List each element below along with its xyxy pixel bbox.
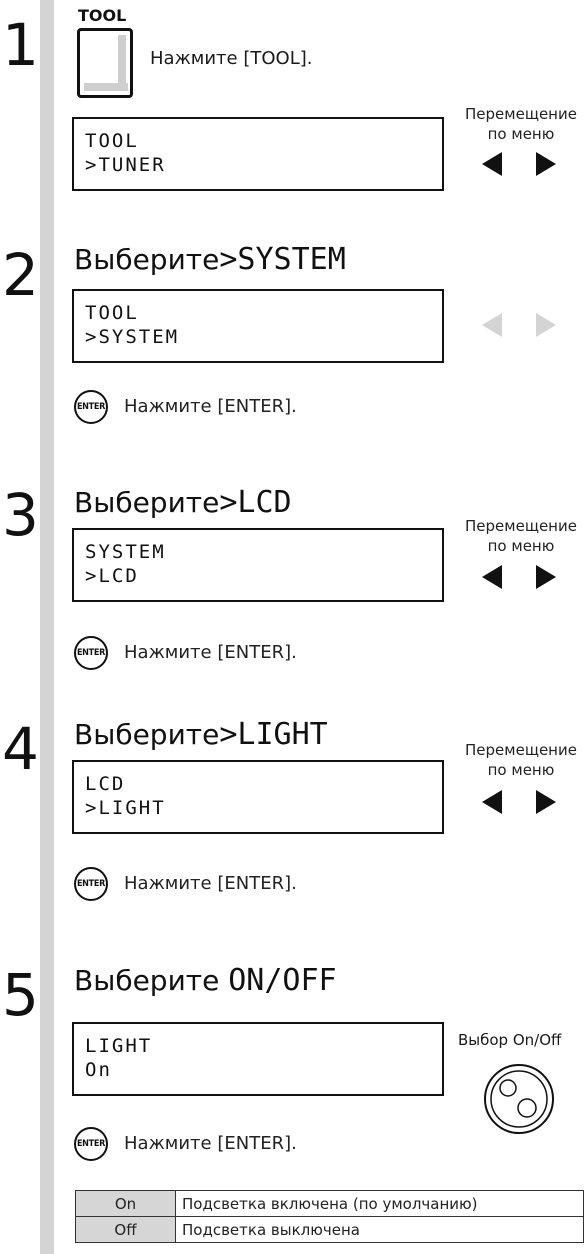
- lcd-line-2: >LIGHT: [85, 797, 166, 819]
- heading-prefix: Выберите: [74, 964, 220, 997]
- nav-label-line-2: по меню: [487, 537, 555, 555]
- step-5-heading: Выберите ON/OFF: [74, 964, 337, 998]
- menu-navigation-label: Перемещение по меню: [456, 740, 586, 780]
- step-2-instruction: Нажмите [ENTER].: [124, 396, 297, 417]
- menu-navigation-label: Перемещение по меню: [456, 516, 586, 556]
- lcd-display-1: TOOL >TUNER: [72, 117, 444, 191]
- heading-prefix: Выберите: [74, 486, 220, 519]
- heading-target: >SYSTEM: [219, 242, 346, 277]
- heading-target: >LCD: [219, 485, 292, 520]
- left-arrow-icon[interactable]: [482, 152, 502, 176]
- menu-navigation-label: Перемещение по меню: [456, 104, 586, 144]
- heading-target: >LIGHT: [219, 717, 328, 752]
- option-description: Подсветка выключена: [175, 1216, 584, 1243]
- step-3-number: 3: [2, 481, 39, 549]
- nav-label-line-2: по меню: [487, 761, 555, 779]
- heading-prefix: Выберите: [74, 243, 220, 276]
- lcd-line-2: >LCD: [85, 565, 139, 587]
- option-description: Подсветка включена (по умолчанию): [175, 1190, 584, 1217]
- value-dial-icon[interactable]: [483, 1063, 555, 1135]
- table-row: On Подсветка включена (по умолчанию): [75, 1190, 584, 1217]
- lcd-display-4: LCD >LIGHT: [72, 760, 444, 834]
- tool-button[interactable]: [77, 28, 133, 98]
- lcd-line-2: On: [85, 1059, 112, 1081]
- enter-button-icon[interactable]: ENTER: [74, 1127, 108, 1161]
- lcd-display-3: SYSTEM >LCD: [72, 528, 444, 602]
- lcd-line-2: >SYSTEM: [85, 326, 180, 348]
- step-2-heading: Выберите>SYSTEM: [74, 243, 346, 277]
- enter-button-icon[interactable]: ENTER: [74, 390, 108, 424]
- nav-label-line-1: Перемещение: [465, 517, 577, 535]
- step-4-number: 4: [2, 715, 39, 783]
- left-arrow-icon[interactable]: [482, 565, 502, 589]
- lcd-display-5: LIGHT On: [72, 1022, 444, 1096]
- nav-label-line-2: по меню: [487, 125, 555, 143]
- enter-button-icon[interactable]: ENTER: [74, 636, 108, 670]
- option-value: Off: [75, 1216, 176, 1243]
- step-4-instruction: Нажмите [ENTER].: [124, 873, 297, 894]
- right-arrow-icon[interactable]: [536, 790, 556, 814]
- option-value: On: [75, 1190, 176, 1217]
- options-table: On Подсветка включена (по умолчанию) Off…: [75, 1190, 584, 1243]
- step-5-number: 5: [2, 961, 39, 1029]
- step-4-heading: Выберите>LIGHT: [74, 718, 328, 752]
- knob-label: Выбор On/Off: [458, 1031, 562, 1049]
- heading-prefix: Выберите: [74, 718, 220, 751]
- nav-label-line-1: Перемещение: [465, 741, 577, 759]
- lcd-line-2: >TUNER: [85, 154, 166, 176]
- step-5-instruction: Нажмите [ENTER].: [124, 1133, 297, 1154]
- tool-button-label: TOOL: [78, 6, 127, 25]
- right-arrow-icon[interactable]: [536, 565, 556, 589]
- lcd-line-1: SYSTEM: [85, 541, 166, 563]
- lcd-display-2: TOOL >SYSTEM: [72, 289, 444, 363]
- right-arrow-icon: [536, 313, 556, 337]
- lcd-line-1: LCD: [85, 773, 126, 795]
- step-1-number: 1: [2, 11, 39, 79]
- table-row: Off Подсветка выключена: [75, 1216, 584, 1243]
- lcd-line-1: TOOL: [85, 130, 139, 152]
- nav-label-line-1: Перемещение: [465, 105, 577, 123]
- right-arrow-icon[interactable]: [536, 152, 556, 176]
- step-1-instruction: Нажмите [TOOL].: [150, 48, 313, 69]
- lcd-line-1: LIGHT: [85, 1035, 153, 1057]
- step-2-number: 2: [2, 241, 39, 309]
- step-sidebar-bar: [40, 0, 54, 1254]
- enter-button-icon[interactable]: ENTER: [74, 867, 108, 901]
- lcd-line-1: TOOL: [85, 302, 139, 324]
- left-arrow-icon[interactable]: [482, 790, 502, 814]
- heading-target: ON/OFF: [228, 963, 337, 998]
- step-3-instruction: Нажмите [ENTER].: [124, 642, 297, 663]
- step-3-heading: Выберите>LCD: [74, 486, 292, 520]
- left-arrow-icon: [482, 313, 502, 337]
